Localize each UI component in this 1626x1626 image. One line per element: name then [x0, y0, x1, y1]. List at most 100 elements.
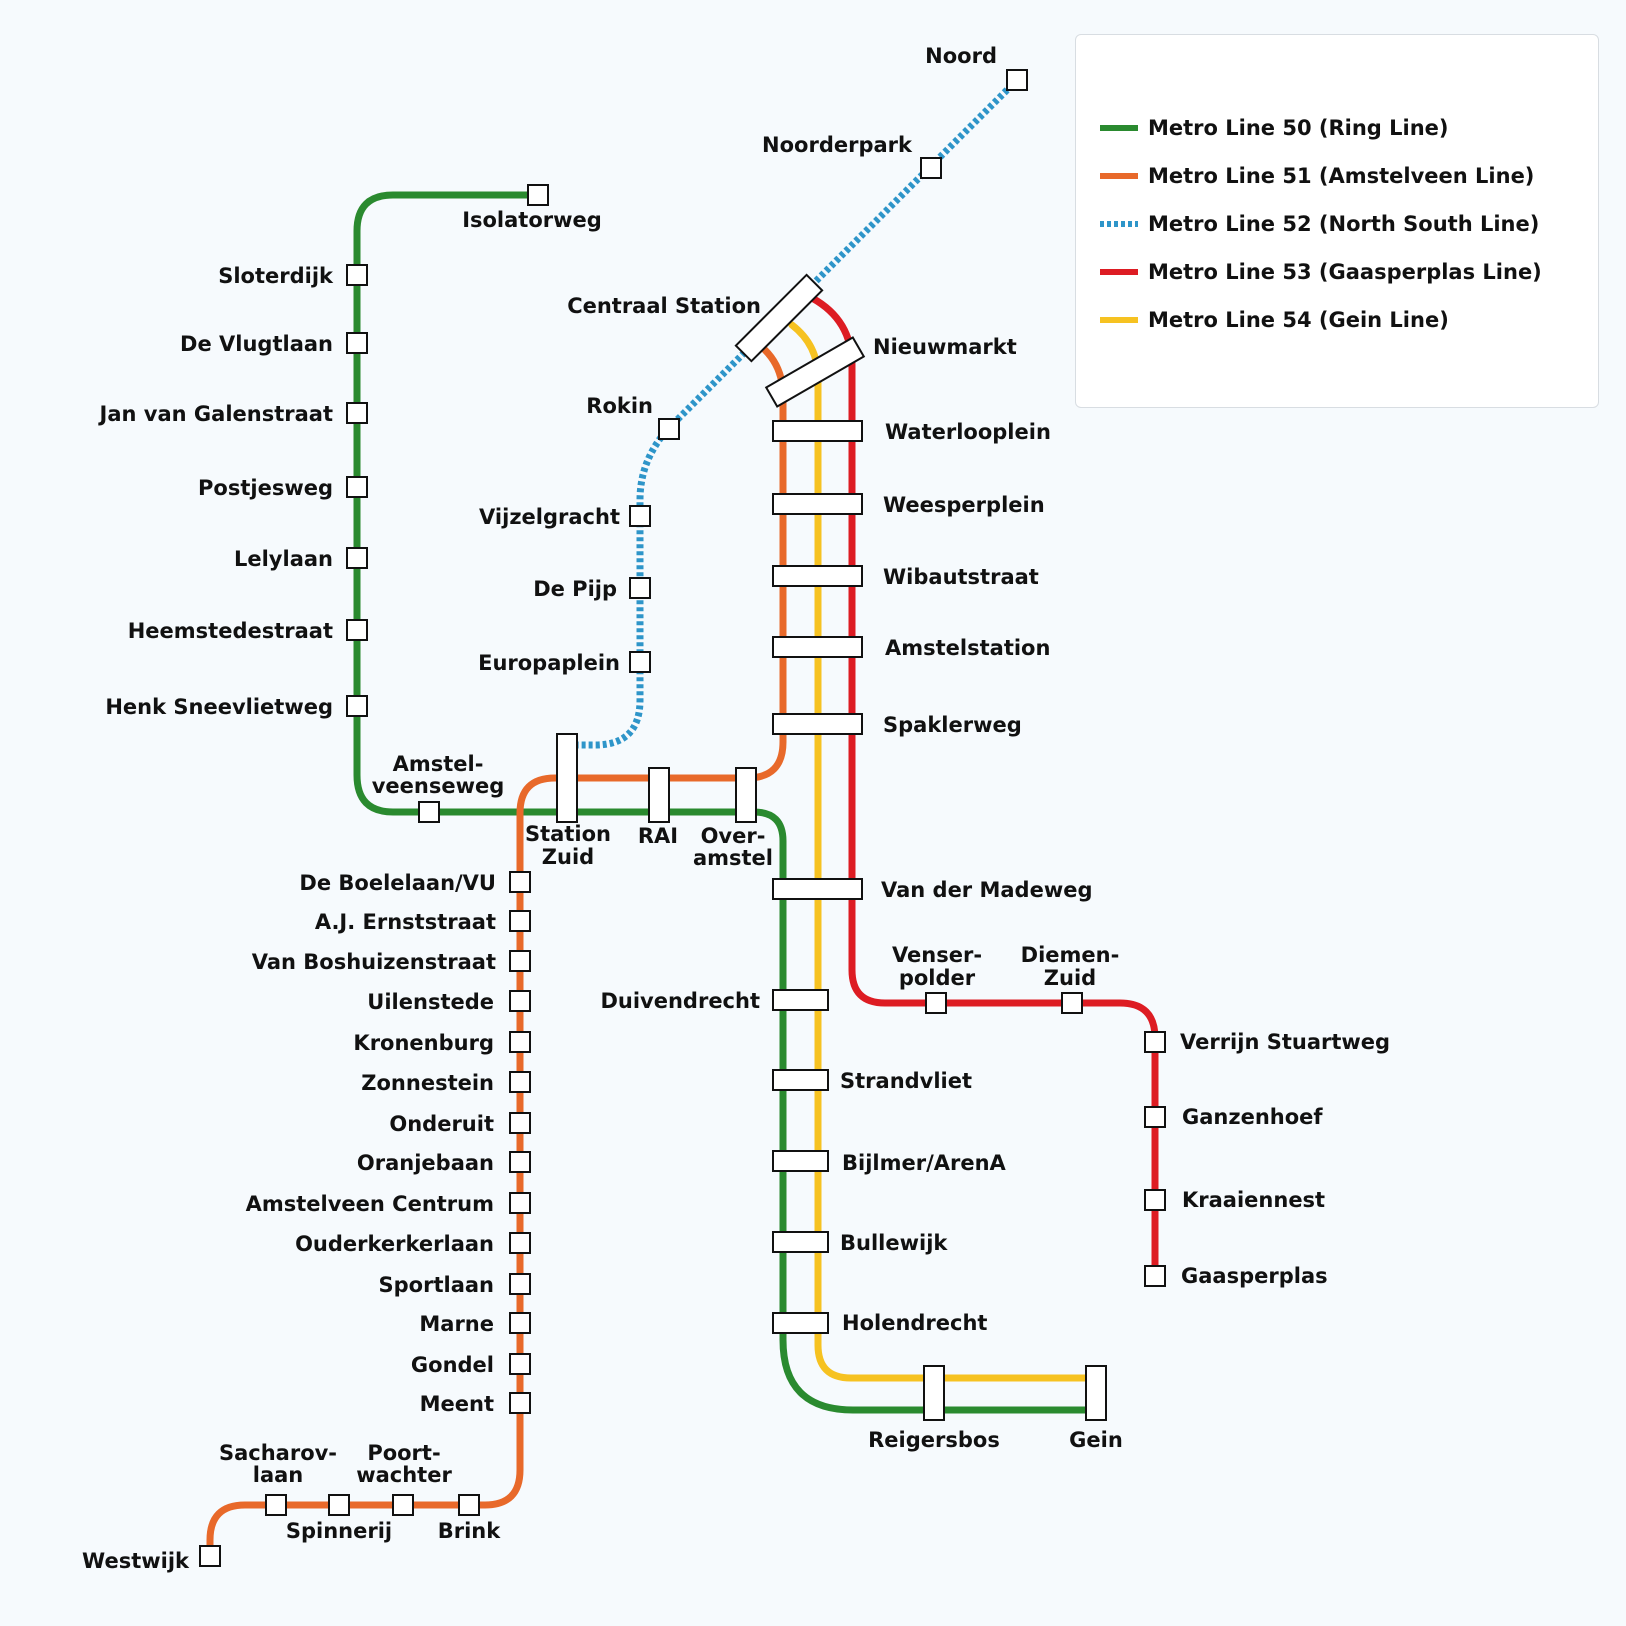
station-label-strandvliet: Strandvliet — [840, 1069, 972, 1093]
station-marker-sloterdijk[interactable] — [346, 264, 368, 286]
station-marker-amstelstation[interactable] — [772, 636, 863, 658]
station-marker-europaplein[interactable] — [629, 651, 651, 673]
station-marker-stationzuid[interactable] — [556, 733, 578, 823]
station-marker-vijzelgracht[interactable] — [629, 505, 651, 527]
station-marker-reigersbos[interactable] — [923, 1365, 945, 1421]
station-marker-nieuwmarkt[interactable] — [764, 336, 866, 408]
station-marker-strandvliet[interactable] — [772, 1069, 829, 1091]
station-marker-isolatorweg[interactable] — [527, 184, 549, 206]
station-marker-zonnestein[interactable] — [509, 1071, 531, 1093]
station-marker-bijlmer[interactable] — [772, 1150, 829, 1172]
station-marker-spinnerij[interactable] — [328, 1494, 350, 1516]
legend-swatch-line-51 — [1100, 173, 1138, 179]
station-label-centraal: Centraal Station — [567, 294, 761, 318]
station-marker-noorderpark[interactable] — [920, 157, 942, 179]
station-marker-marne[interactable] — [509, 1312, 531, 1334]
station-label-kronenburg: Kronenburg — [353, 1031, 494, 1055]
station-label-amstelstation: Amstelstation — [885, 636, 1050, 660]
station-marker-amstelveenseweg[interactable] — [418, 801, 440, 823]
station-marker-poortwachter[interactable] — [392, 1494, 414, 1516]
station-label-sportlaan: Sportlaan — [379, 1273, 494, 1297]
station-marker-meent[interactable] — [509, 1392, 531, 1414]
station-marker-kraaiennest[interactable] — [1144, 1189, 1166, 1211]
station-label-henksneevlietweg: Henk Sneevlietweg — [105, 695, 333, 719]
station-label-westwijk: Westwijk — [82, 1549, 190, 1573]
station-marker-ouderkerkerlaan[interactable] — [509, 1232, 531, 1254]
station-label-sacharovlaan-2: laan — [253, 1463, 304, 1487]
station-label-gein: Gein — [1069, 1428, 1123, 1452]
station-marker-rokin[interactable] — [658, 418, 680, 440]
legend-label-line-51: Metro Line 51 (Amstelveen Line) — [1148, 164, 1535, 188]
station-label-devlugtlaan: De Vlugtlaan — [180, 332, 333, 356]
station-label-weesperplein: Weesperplein — [883, 493, 1045, 517]
station-label-postjesweg: Postjesweg — [198, 476, 333, 500]
station-marker-rai[interactable] — [648, 767, 670, 823]
station-marker-diemenzuid[interactable] — [1061, 992, 1083, 1014]
station-marker-onderuit[interactable] — [509, 1112, 531, 1134]
station-marker-gaasperplas[interactable] — [1144, 1265, 1166, 1287]
station-label-vanboshuizenstraat: Van Boshuizenstraat — [252, 950, 496, 974]
station-marker-holendrecht[interactable] — [772, 1312, 829, 1334]
station-marker-duivendrecht[interactable] — [772, 989, 829, 1011]
station-marker-weesperplein[interactable] — [772, 493, 863, 515]
station-label-bijlmer: Bijlmer/ArenA — [842, 1151, 1007, 1175]
station-marker-noord[interactable] — [1006, 69, 1028, 91]
station-label-amstelveenseweg-1: Amstel- — [393, 752, 484, 776]
station-label-meent: Meent — [420, 1392, 494, 1416]
station-label-gondel: Gondel — [411, 1353, 494, 1377]
station-label-amstelveencentrum: Amstelveen Centrum — [246, 1192, 494, 1216]
station-label-diemenzuid-2: Zuid — [1044, 966, 1096, 990]
station-label-verrijnstuartweg: Verrijn Stuartweg — [1180, 1030, 1390, 1054]
station-marker-brink[interactable] — [458, 1494, 480, 1516]
station-marker-amstelveencentrum[interactable] — [509, 1192, 531, 1214]
station-label-sloterdijk: Sloterdijk — [218, 264, 334, 288]
station-marker-spaklerweg[interactable] — [772, 713, 863, 735]
station-marker-henksneevlietweg[interactable] — [346, 695, 368, 717]
station-marker-gondel[interactable] — [509, 1353, 531, 1375]
station-marker-deboelelaan[interactable] — [509, 871, 531, 893]
station-label-janvangalenstraat: Jan van Galenstraat — [98, 402, 333, 426]
station-marker-ganzenhoef[interactable] — [1144, 1106, 1166, 1128]
legend-label-line-54: Metro Line 54 (Gein Line) — [1148, 308, 1449, 332]
station-label-venserpolder-2: polder — [899, 966, 976, 990]
station-marker-centraal[interactable] — [734, 273, 824, 363]
station-marker-ajernststraat[interactable] — [509, 910, 531, 932]
station-marker-heemstedestraat[interactable] — [346, 619, 368, 641]
station-marker-devlugtlaan[interactable] — [346, 332, 368, 354]
station-label-noord: Noord — [925, 44, 997, 68]
station-marker-uilenstede[interactable] — [509, 990, 531, 1012]
station-marker-wibautstraat[interactable] — [772, 565, 863, 587]
station-label-gaasperplas: Gaasperplas — [1181, 1264, 1328, 1288]
station-marker-overamstel[interactable] — [735, 767, 757, 823]
station-marker-janvangalenstraat[interactable] — [346, 402, 368, 424]
station-marker-venserpolder[interactable] — [925, 992, 947, 1014]
station-marker-oranjebaan[interactable] — [509, 1151, 531, 1173]
station-marker-bullewijk[interactable] — [772, 1231, 829, 1253]
station-label-kraaiennest: Kraaiennest — [1182, 1188, 1325, 1212]
station-marker-gein[interactable] — [1085, 1365, 1107, 1421]
station-marker-verrijnstuartweg[interactable] — [1144, 1031, 1166, 1053]
station-marker-postjesweg[interactable] — [346, 476, 368, 498]
station-marker-depijp[interactable] — [629, 577, 651, 599]
station-marker-sacharovlaan[interactable] — [265, 1494, 287, 1516]
station-marker-kronenburg[interactable] — [509, 1031, 531, 1053]
station-marker-vandermadeweg[interactable] — [772, 878, 863, 900]
station-label-spinnerij: Spinnerij — [286, 1519, 392, 1543]
station-label-duivendrecht: Duivendrecht — [600, 989, 760, 1013]
legend-item-line-51: Metro Line 51 (Amstelveen Line) — [1100, 159, 1534, 193]
station-label-brink: Brink — [438, 1519, 502, 1543]
station-label-marne: Marne — [419, 1312, 494, 1336]
station-marker-vanboshuizenstraat[interactable] — [509, 950, 531, 972]
station-label-noorderpark: Noorderpark — [762, 133, 913, 157]
station-label-holendrecht: Holendrecht — [842, 1311, 987, 1335]
station-label-diemenzuid-1: Diemen- — [1021, 943, 1120, 967]
station-marker-lelylaan[interactable] — [346, 547, 368, 569]
station-marker-westwijk[interactable] — [199, 1545, 221, 1567]
station-label-lelylaan: Lelylaan — [234, 547, 333, 571]
legend-swatch-line-54 — [1100, 317, 1138, 323]
legend-item-line-53: Metro Line 53 (Gaasperplas Line) — [1100, 255, 1542, 289]
legend-swatch-line-53 — [1100, 269, 1138, 275]
station-marker-sportlaan[interactable] — [509, 1273, 531, 1295]
station-marker-waterlooplein[interactable] — [772, 420, 863, 442]
station-label-sacharovlaan-1: Sacharov- — [219, 1441, 337, 1465]
